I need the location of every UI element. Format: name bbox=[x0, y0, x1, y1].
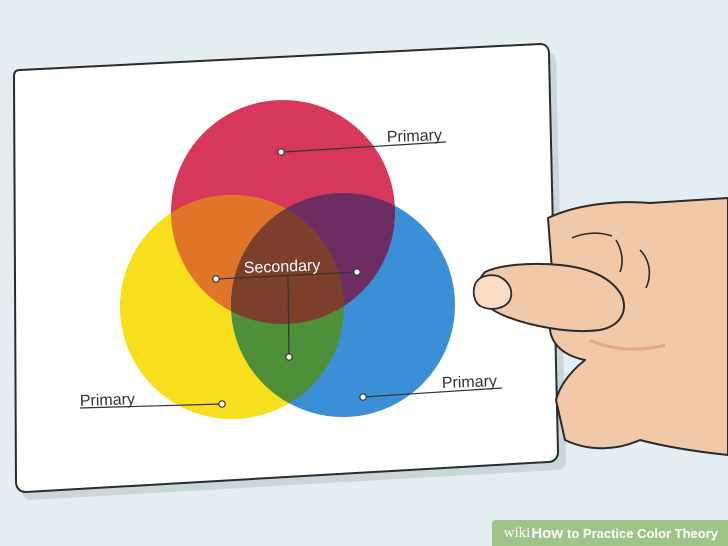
thumbnail bbox=[472, 274, 513, 310]
finger-crease-3 bbox=[639, 249, 651, 289]
hand bbox=[547, 197, 728, 456]
primary-label-top: Primary bbox=[387, 127, 443, 146]
center-overlap bbox=[231, 195, 344, 324]
leader-dots bbox=[212, 148, 367, 408]
primary-label-left: Primary bbox=[80, 391, 136, 410]
finger-crease-1 bbox=[571, 232, 613, 239]
finger-crease-2 bbox=[615, 239, 623, 273]
palm-shadow bbox=[589, 338, 666, 351]
hand-illustration bbox=[472, 197, 728, 456]
primary-label-right: Primary bbox=[442, 373, 498, 392]
wikihow-watermark: wiki How to Practice Color Theory bbox=[491, 520, 728, 546]
watermark-prefix: wiki bbox=[503, 524, 531, 541]
leader-lines bbox=[79, 141, 503, 409]
thumb bbox=[476, 262, 625, 333]
watermark-title: to Practice Color Theory bbox=[567, 525, 718, 541]
watermark-bold: How bbox=[531, 524, 564, 542]
secondary-label: Secondary bbox=[244, 257, 321, 277]
